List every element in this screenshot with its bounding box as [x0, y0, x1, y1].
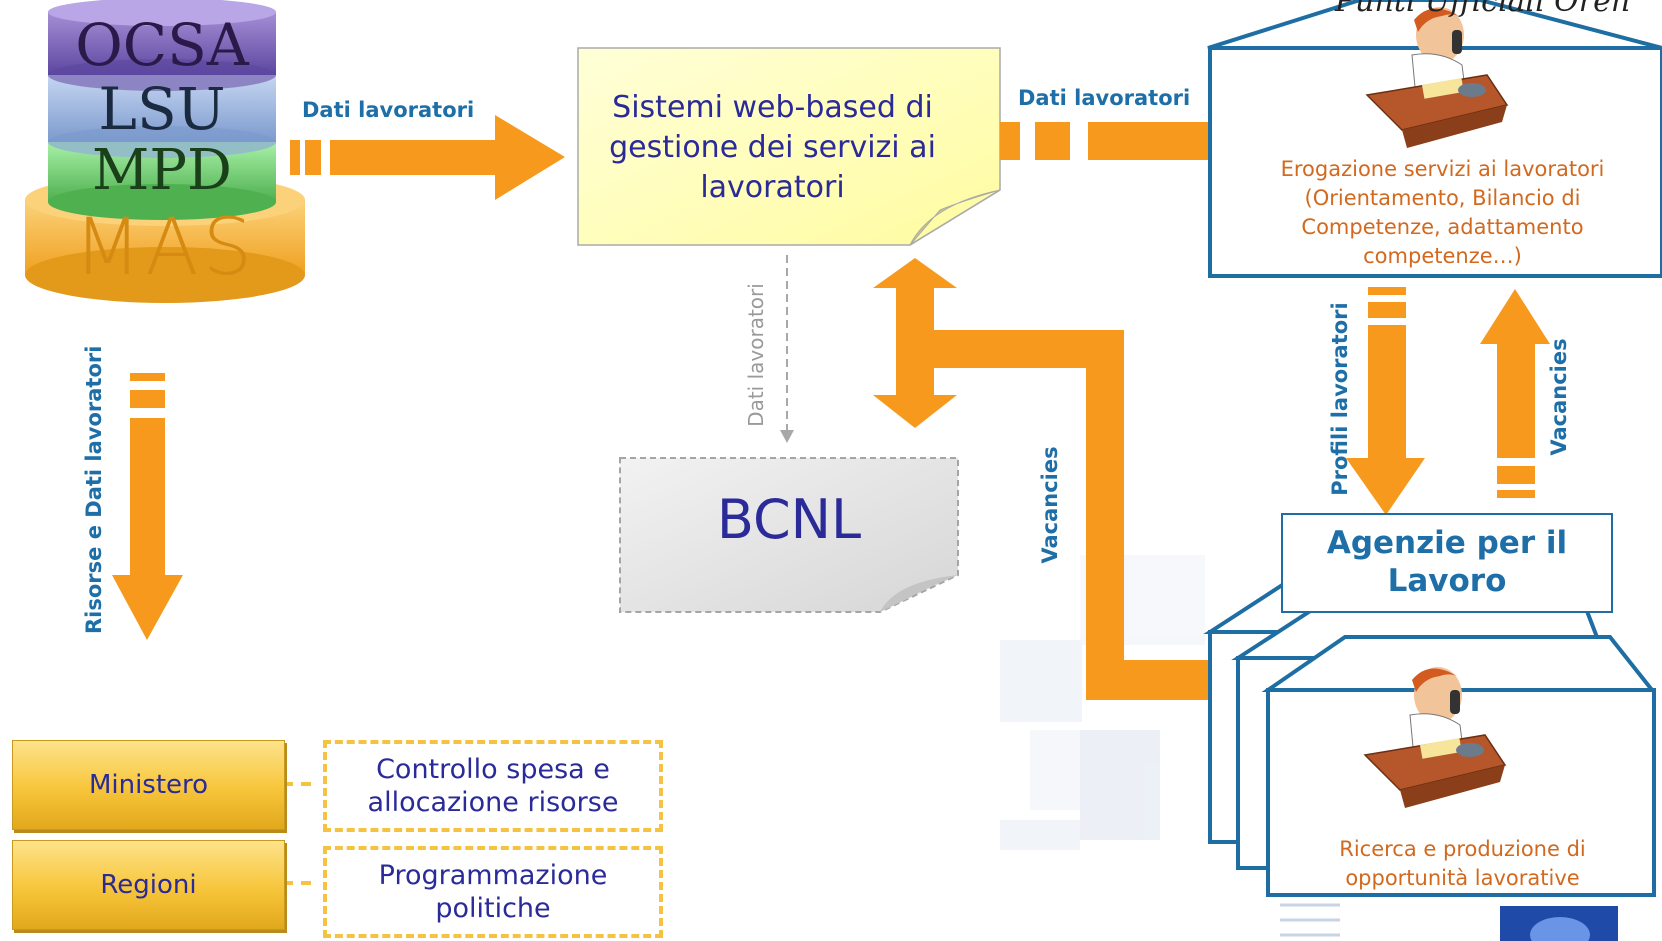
label-top-right: Dati lavoratori — [1018, 86, 1191, 110]
layer-ocsa-label: OCSA — [75, 11, 249, 79]
label-center-down: Dati lavoratori — [744, 283, 768, 427]
bcnl-title: BCNL — [716, 488, 862, 551]
agenzie-office-label: Ricerca e produzione di opportunità lavo… — [1339, 837, 1586, 890]
regioni-button[interactable]: Regioni — [12, 840, 285, 930]
arrow-stack-down — [112, 373, 183, 640]
label-top-left: Dati lavoratori — [302, 98, 475, 122]
person-desk-bottom — [1363, 667, 1507, 808]
arrow-vacancies-path — [873, 258, 1216, 700]
database-stack — [25, 0, 305, 303]
agenzie-title: Agenzie per il Lavoro — [1326, 525, 1568, 599]
arrow-note-to-bcnl — [780, 255, 794, 443]
office-top-label: Erogazione servizi ai lavoratori (Orient… — [1280, 157, 1605, 268]
arrow-note-to-office — [1000, 122, 1210, 160]
arrow-vacancies-up — [1480, 289, 1550, 498]
arrow-stack-to-note — [290, 115, 565, 200]
programmazione-role-box: Programmazione politiche — [323, 846, 663, 938]
label-profili: Profili lavoratori — [1328, 302, 1352, 496]
label-vacancies-right: Vacancies — [1547, 338, 1571, 456]
layer-mpd-label: MPD — [92, 138, 232, 203]
person-desk-top — [1365, 7, 1509, 148]
background-squares — [1000, 555, 1205, 850]
arrow-profili-down — [1346, 287, 1425, 515]
ministero-button[interactable]: Ministero — [12, 740, 285, 830]
corner-logo — [1280, 903, 1618, 941]
main-note-text: Sistemi web-based di gestione dei serviz… — [609, 90, 936, 205]
controllo-role-box: Controllo spesa e allocazione risorse — [323, 740, 663, 832]
label-left-down: Risorse e Dati lavoratori — [82, 345, 106, 634]
connector-lines — [283, 782, 318, 885]
agenzie-title-box — [1281, 513, 1613, 613]
layer-mas-label: MAS — [73, 203, 257, 293]
bcnl-note-shape — [619, 457, 959, 613]
label-vacancies-center: Vacancies — [1038, 446, 1062, 564]
office-roof-text: Punti Ufficiali Oren — [1335, 0, 1631, 19]
main-note-shape — [577, 47, 1001, 246]
layer-lsu-label: LSU — [98, 75, 226, 143]
